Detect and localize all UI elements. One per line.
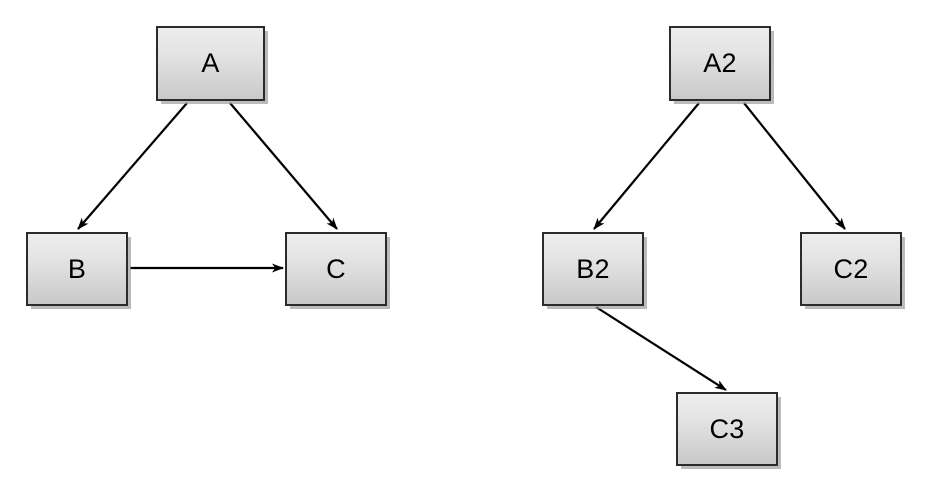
edge-a2-to-c2 bbox=[743, 102, 846, 230]
node-a[interactable]: A bbox=[156, 26, 265, 101]
node-c[interactable]: C bbox=[285, 232, 387, 306]
node-a2[interactable]: A2 bbox=[669, 26, 771, 101]
node-c2[interactable]: C2 bbox=[800, 232, 902, 306]
node-b2[interactable]: B2 bbox=[542, 232, 644, 306]
node-label-c: C bbox=[326, 253, 346, 284]
edges-group bbox=[77, 102, 846, 391]
edge-b2-to-c3 bbox=[595, 306, 727, 391]
edge-a-to-c bbox=[229, 102, 338, 230]
edge-a2-to-b2 bbox=[593, 102, 700, 230]
node-c3[interactable]: C3 bbox=[676, 392, 778, 466]
node-label-c2: C2 bbox=[833, 253, 869, 284]
node-b[interactable]: B bbox=[26, 232, 128, 306]
node-label-c3: C3 bbox=[709, 413, 745, 444]
node-label-a: A bbox=[201, 48, 220, 78]
node-label-b: B bbox=[67, 253, 87, 284]
node-label-b2: B2 bbox=[576, 253, 610, 284]
node-label-a2: A2 bbox=[703, 48, 737, 78]
edge-a-to-b bbox=[77, 102, 188, 230]
